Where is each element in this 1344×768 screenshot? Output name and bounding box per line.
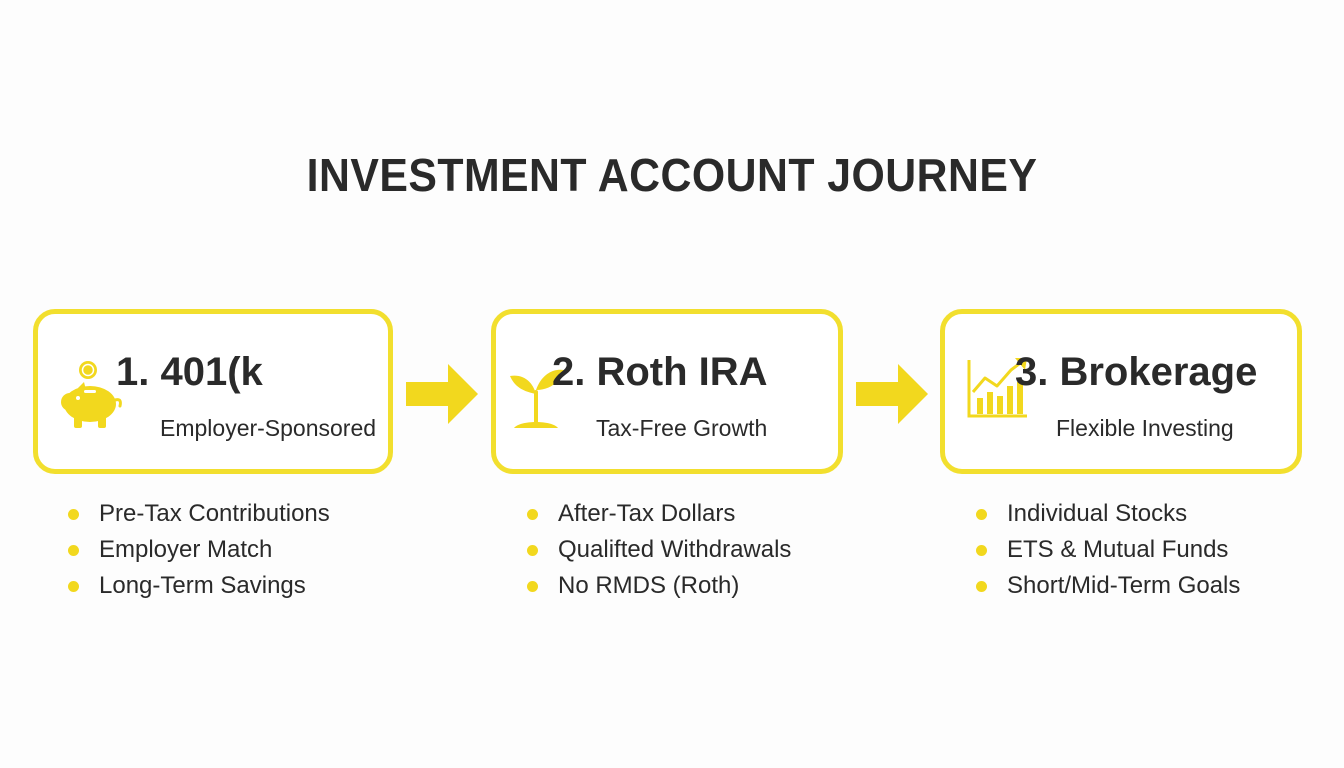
- step-title: 1. 401(k: [116, 350, 263, 394]
- feature-item: Long-Term Savings: [66, 568, 330, 604]
- feature-label: Long-Term Savings: [99, 572, 306, 599]
- bullet-dot-icon: [68, 545, 79, 556]
- feature-item: Short/Mid-Term Goals: [974, 568, 1240, 604]
- step-subtitle: Flexible Investing: [1056, 415, 1234, 441]
- bullet-dot-icon: [527, 581, 538, 592]
- feature-label: After-Tax Dollars: [558, 500, 736, 527]
- feature-label: Individual Stocks: [1007, 500, 1188, 527]
- feature-item: ETS & Mutual Funds: [974, 532, 1240, 568]
- piggy-bank-icon: [61, 361, 122, 428]
- arrow-right-icon: [856, 364, 928, 424]
- feature-item: Pre-Tax Contributions: [66, 496, 330, 532]
- step-subtitle: Employer-Sponsored: [160, 415, 377, 441]
- step-title: 2. Roth IRA: [552, 350, 768, 394]
- bullet-dot-icon: [527, 545, 538, 556]
- step-card-401k: 1. 401(k Employer-Sponsored: [33, 309, 393, 474]
- bullet-dot-icon: [527, 509, 538, 520]
- step-1-features: Pre-Tax Contributions Employer Match Lon…: [66, 496, 330, 604]
- growth-chart-icon: [967, 358, 1027, 418]
- feature-item: Individual Stocks: [974, 496, 1240, 532]
- step-card-roth-ira: 2. Roth IRA Tax-Free Growth: [491, 309, 843, 474]
- step-card-brokerage: 3. Brokerage Flexible Investing: [940, 309, 1302, 474]
- feature-label: Pre-Tax Contributions: [99, 500, 330, 527]
- bullet-dot-icon: [68, 509, 79, 520]
- feature-label: Short/Mid-Term Goals: [1007, 572, 1241, 599]
- step-subtitle: Tax-Free Growth: [596, 415, 768, 441]
- feature-label: Employer Match: [99, 536, 273, 563]
- feature-item: After-Tax Dollars: [525, 496, 791, 532]
- feature-label: No RMDS (Roth): [558, 572, 740, 599]
- page-title: INVESTMENT ACCOUNT JOURNEY: [306, 149, 1038, 201]
- sprout-icon: [510, 369, 564, 428]
- feature-label: ETS & Mutual Funds: [1007, 536, 1229, 563]
- feature-item: Qualifted Withdrawals: [525, 532, 791, 568]
- feature-label: Qualifted Withdrawals: [558, 536, 792, 563]
- bullet-dot-icon: [68, 581, 79, 592]
- step-3-features: Individual Stocks ETS & Mutual Funds Sho…: [974, 496, 1240, 604]
- bullet-dot-icon: [976, 509, 987, 520]
- feature-item: Employer Match: [66, 532, 330, 568]
- bullet-dot-icon: [976, 545, 987, 556]
- step-title: 3. Brokerage: [1015, 350, 1258, 394]
- feature-item: No RMDS (Roth): [525, 568, 791, 604]
- bullet-dot-icon: [976, 581, 987, 592]
- step-2-features: After-Tax Dollars Qualifted Withdrawals …: [525, 496, 791, 604]
- arrow-right-icon: [406, 364, 478, 424]
